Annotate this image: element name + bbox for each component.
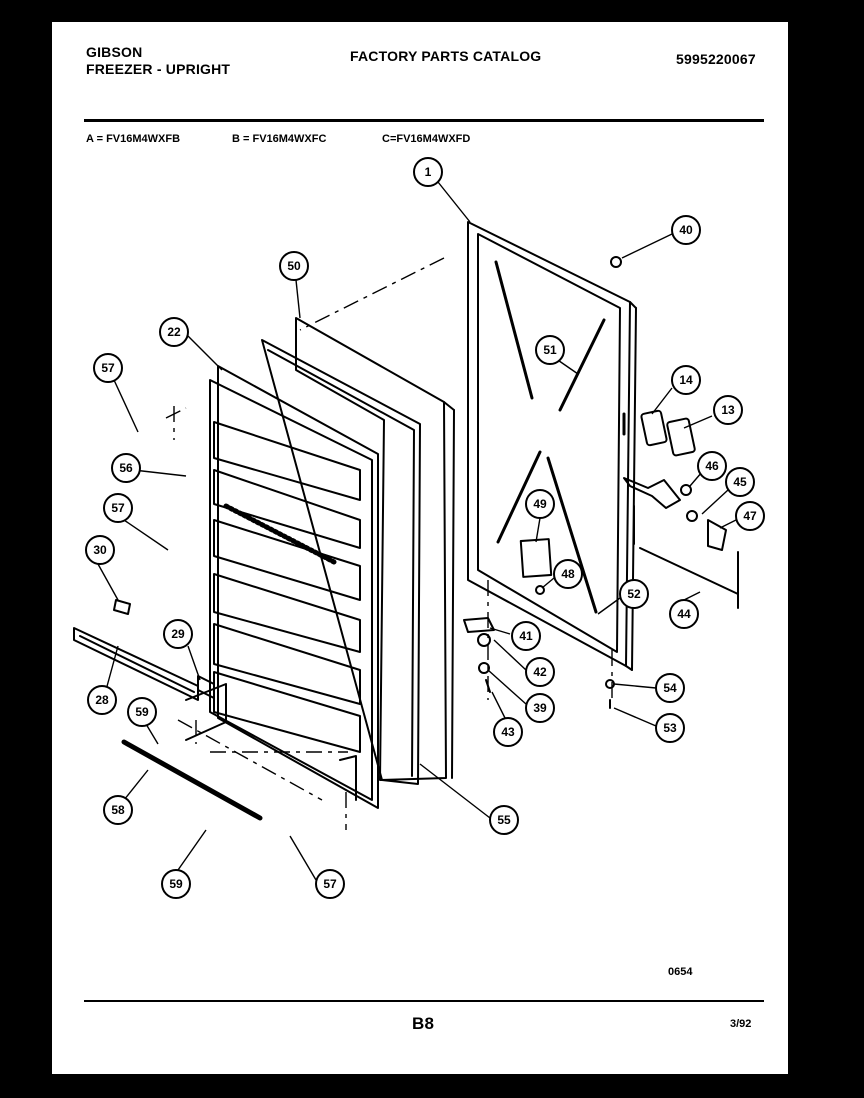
callout-58: 58 bbox=[103, 795, 133, 825]
callout-49: 49 bbox=[525, 489, 555, 519]
svg-text:43: 43 bbox=[501, 725, 515, 739]
svg-text:22: 22 bbox=[167, 325, 181, 339]
callout-50: 50 bbox=[279, 251, 309, 281]
callout-14: 14 bbox=[671, 365, 701, 395]
svg-text:47: 47 bbox=[743, 509, 757, 523]
svg-text:40: 40 bbox=[679, 223, 693, 237]
callout-57-bottom: 57 bbox=[315, 869, 345, 899]
callout-13: 13 bbox=[713, 395, 743, 425]
svg-text:14: 14 bbox=[679, 373, 693, 387]
callout-57-mid: 57 bbox=[103, 493, 133, 523]
callout-42: 42 bbox=[525, 657, 555, 687]
model-c: C=FV16M4WXFD bbox=[382, 133, 471, 145]
svg-text:54: 54 bbox=[663, 681, 677, 695]
svg-text:57: 57 bbox=[111, 501, 125, 515]
callout-30: 30 bbox=[85, 535, 115, 565]
svg-text:49: 49 bbox=[533, 497, 547, 511]
callout-52: 52 bbox=[619, 579, 649, 609]
svg-text:57: 57 bbox=[323, 877, 337, 891]
svg-text:39: 39 bbox=[533, 701, 547, 715]
svg-text:42: 42 bbox=[533, 665, 547, 679]
trim-strip bbox=[73, 627, 199, 701]
svg-text:57: 57 bbox=[101, 361, 115, 375]
svg-text:13: 13 bbox=[721, 403, 735, 417]
svg-text:29: 29 bbox=[171, 627, 185, 641]
callout-47: 47 bbox=[735, 501, 765, 531]
lower-hinge-bracket bbox=[185, 683, 357, 801]
svg-text:59: 59 bbox=[169, 877, 183, 891]
callout-54: 54 bbox=[655, 673, 685, 703]
svg-text:55: 55 bbox=[497, 813, 511, 827]
product-type: FREEZER - UPRIGHT bbox=[86, 61, 231, 77]
page-number: B8 bbox=[412, 1014, 435, 1033]
svg-text:1: 1 bbox=[425, 165, 432, 179]
brand-name: GIBSON bbox=[86, 44, 143, 60]
callout-1: 1 bbox=[413, 157, 443, 187]
model-a: A = FV16M4WXFB bbox=[86, 133, 181, 145]
callout-40: 40 bbox=[671, 215, 701, 245]
svg-text:59: 59 bbox=[135, 705, 149, 719]
handle-assembly-parts bbox=[113, 256, 739, 709]
callout-51: 51 bbox=[535, 335, 565, 365]
bottom-rod bbox=[121, 739, 263, 821]
inner-door-liner bbox=[209, 365, 379, 809]
door-gasket bbox=[261, 317, 455, 785]
callout-43: 43 bbox=[493, 717, 523, 747]
part-callouts: 1 40 50 22 51 57 14 13 46 45 56 47 57 49… bbox=[85, 157, 765, 899]
svg-text:50: 50 bbox=[287, 259, 301, 273]
header-rule bbox=[84, 119, 764, 122]
revision-date: 3/92 bbox=[730, 1018, 752, 1030]
svg-text:28: 28 bbox=[95, 693, 109, 707]
callout-53: 53 bbox=[655, 713, 685, 743]
outer-door-panel bbox=[467, 221, 637, 671]
svg-text:30: 30 bbox=[93, 543, 107, 557]
callout-39: 39 bbox=[525, 693, 555, 723]
dashed-assembly-lines bbox=[165, 257, 613, 830]
callout-41: 41 bbox=[511, 621, 541, 651]
svg-text:56: 56 bbox=[119, 461, 133, 475]
callout-48: 48 bbox=[553, 559, 583, 589]
svg-text:44: 44 bbox=[677, 607, 691, 621]
svg-text:58: 58 bbox=[111, 803, 125, 817]
catalog-number: 5995220067 bbox=[676, 51, 756, 67]
leader-lines bbox=[97, 181, 737, 881]
callout-57-top: 57 bbox=[93, 353, 123, 383]
model-b: B = FV16M4WXFC bbox=[232, 133, 327, 145]
callout-29: 29 bbox=[163, 619, 193, 649]
callout-59-top: 59 bbox=[127, 697, 157, 727]
callout-45: 45 bbox=[725, 467, 755, 497]
callout-56: 56 bbox=[111, 453, 141, 483]
callout-22: 22 bbox=[159, 317, 189, 347]
svg-text:48: 48 bbox=[561, 567, 575, 581]
svg-text:51: 51 bbox=[543, 343, 557, 357]
svg-text:41: 41 bbox=[519, 629, 533, 643]
callout-46: 46 bbox=[697, 451, 727, 481]
svg-text:52: 52 bbox=[627, 587, 641, 601]
catalog-title: FACTORY PARTS CATALOG bbox=[350, 48, 542, 64]
svg-text:53: 53 bbox=[663, 721, 677, 735]
callout-55: 55 bbox=[489, 805, 519, 835]
callout-44: 44 bbox=[669, 599, 699, 629]
svg-text:45: 45 bbox=[733, 475, 747, 489]
drawing-code: 0654 bbox=[668, 966, 693, 978]
svg-text:46: 46 bbox=[705, 459, 719, 473]
footer-rule bbox=[84, 1000, 764, 1002]
callout-28: 28 bbox=[87, 685, 117, 715]
callout-59-bottom: 59 bbox=[161, 869, 191, 899]
